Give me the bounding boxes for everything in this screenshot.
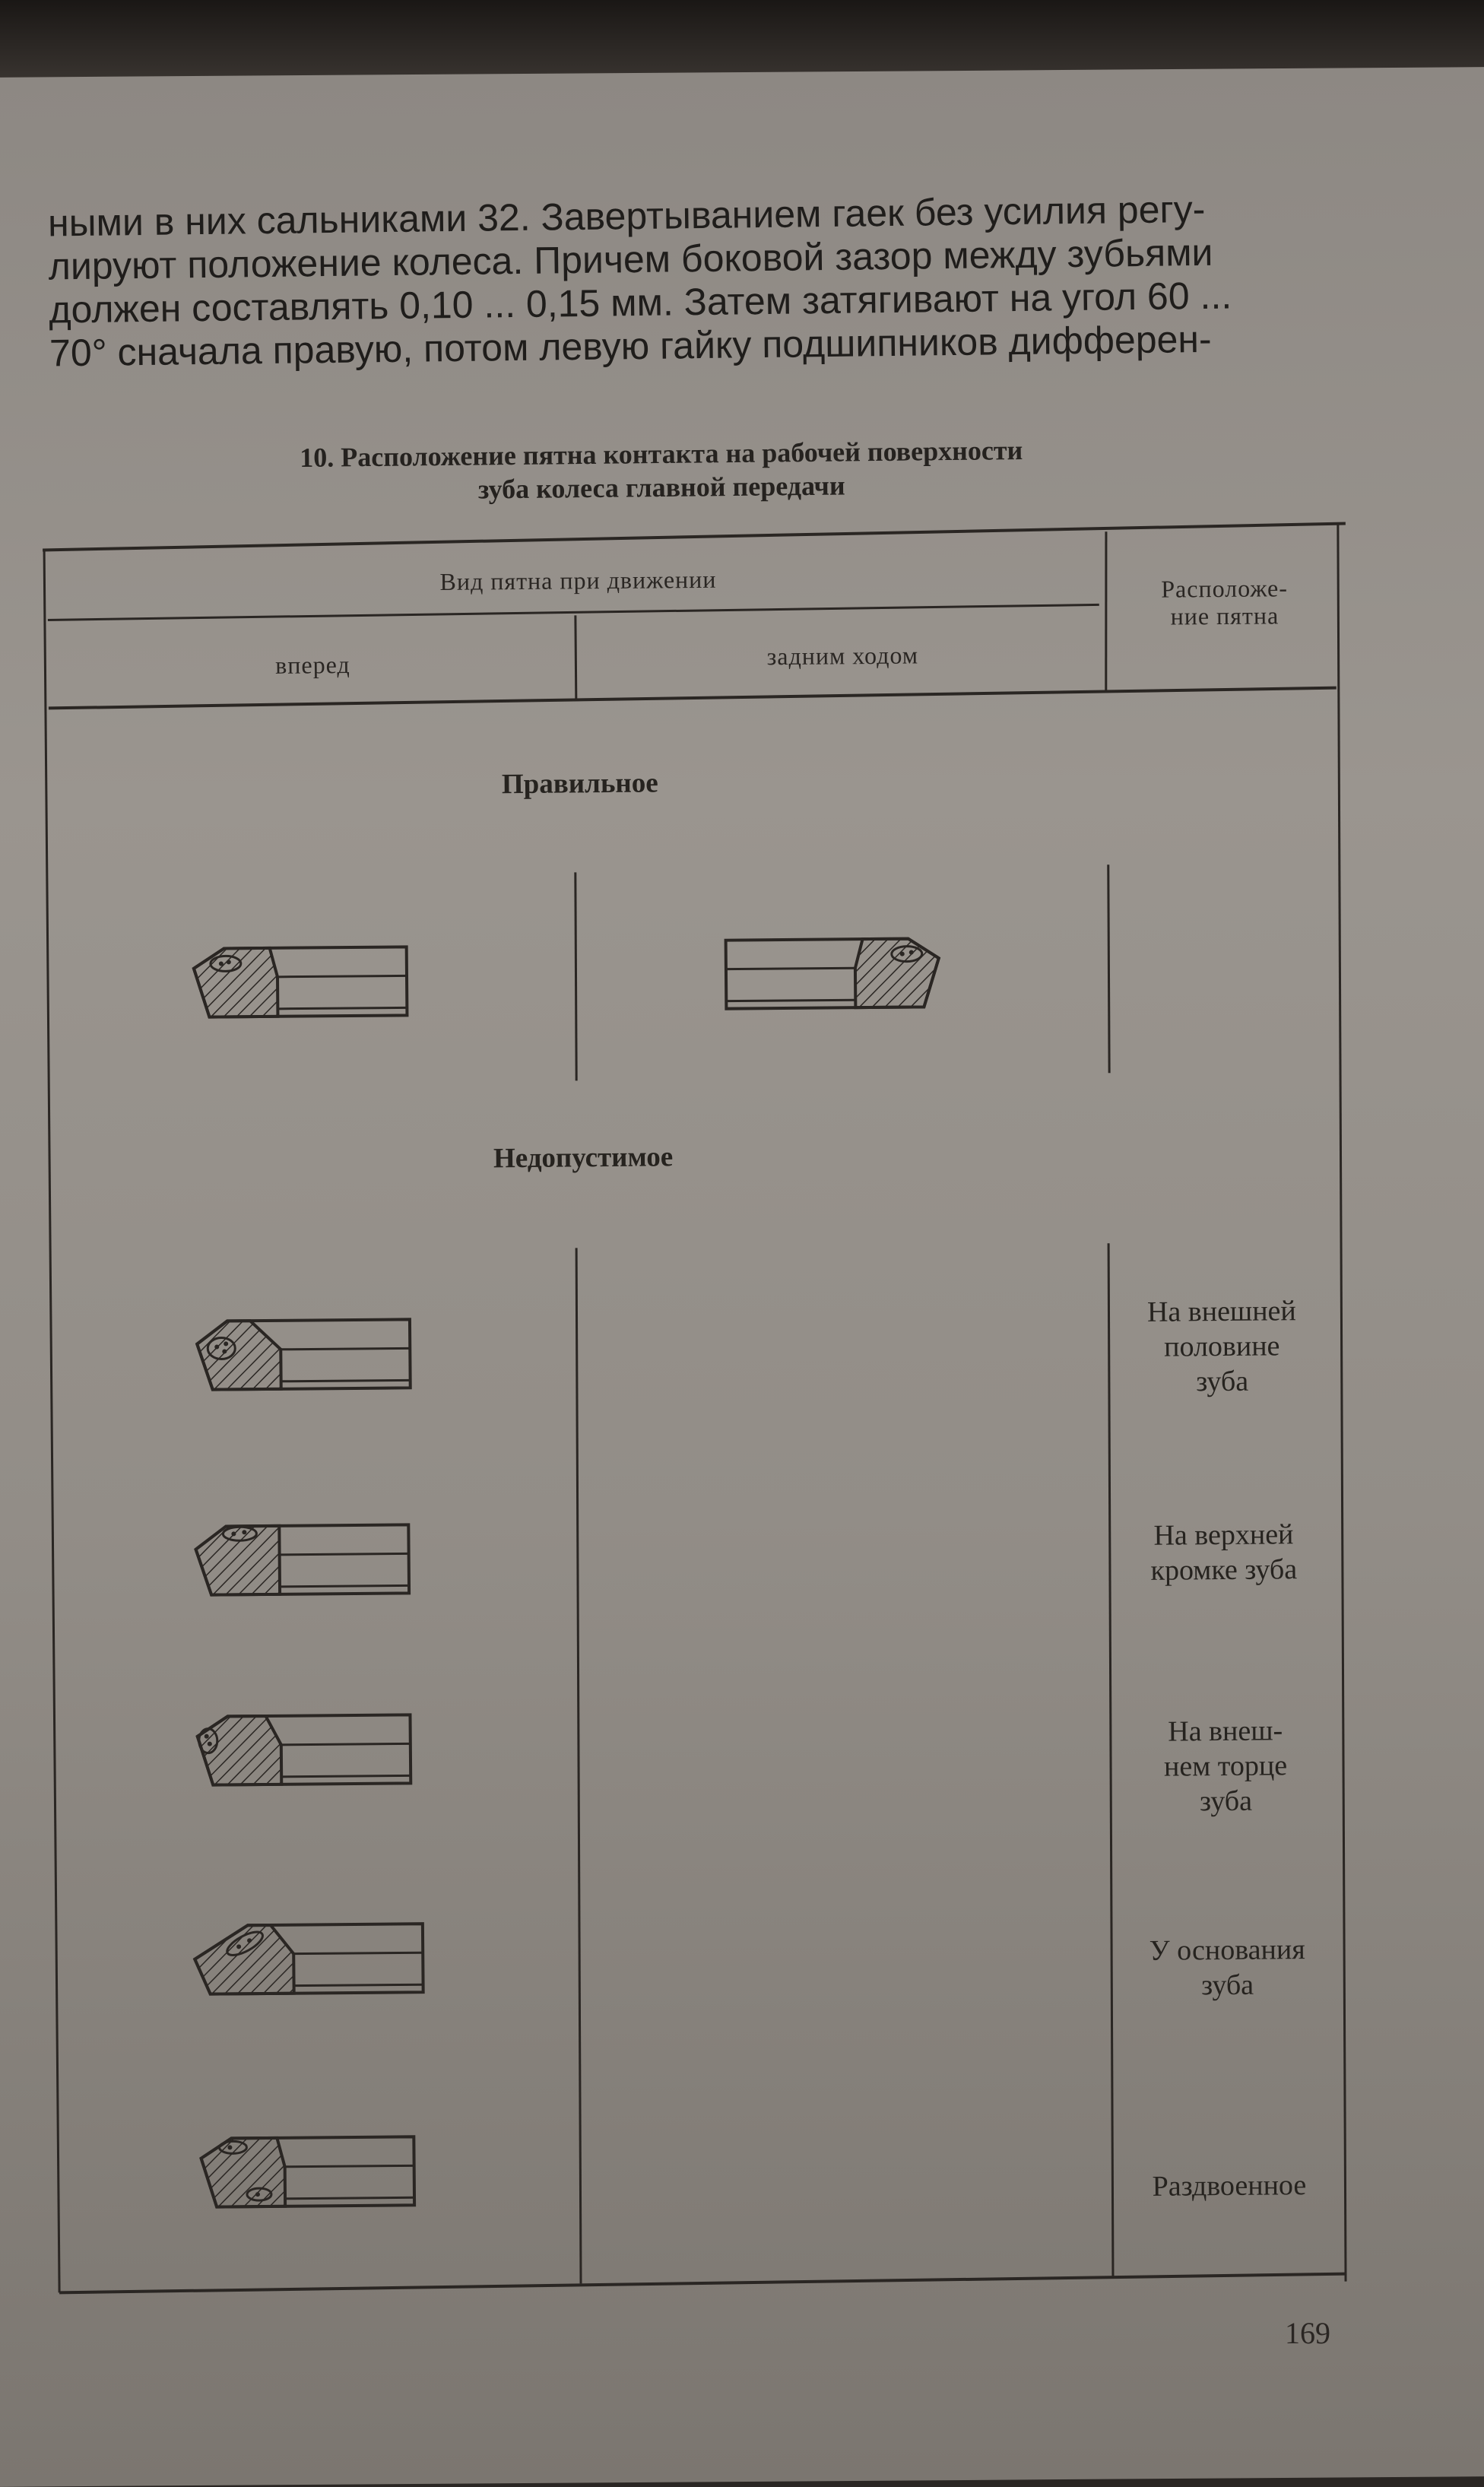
position-label: Раздвоенное bbox=[1100, 2167, 1359, 2204]
table-caption: 10. Расположение пятна контакта на рабоч… bbox=[114, 431, 1210, 509]
tooth-diagram-outer-end bbox=[195, 1713, 413, 1787]
header-position-line: ние пятна bbox=[1170, 601, 1279, 630]
contact-patch-table: Вид пятна при движении вперед задним ход… bbox=[38, 519, 1361, 2302]
position-label-line: На внеш- bbox=[1168, 1715, 1283, 1748]
tooth-diagram-top-edge bbox=[194, 1523, 411, 1597]
position-label: На внеш- нем торце зуба bbox=[1096, 1712, 1356, 1819]
position-label-line: На внешней bbox=[1146, 1295, 1296, 1328]
header-position-line: Расположе- bbox=[1161, 574, 1289, 603]
page-number: 169 bbox=[1285, 2316, 1330, 2350]
tooth-diagram-split bbox=[199, 2135, 417, 2209]
header-forward: вперед bbox=[275, 650, 350, 679]
position-label: У основания зуба bbox=[1098, 1931, 1357, 2003]
tooth-diagram-correct-reverse bbox=[724, 937, 941, 1010]
tooth-diagram-correct-forward bbox=[192, 945, 409, 1019]
position-label: На внешней половине зуба bbox=[1092, 1293, 1352, 1401]
position-label-line: На верхней bbox=[1153, 1518, 1294, 1552]
position-label-line: половине bbox=[1163, 1330, 1280, 1363]
tooth-diagram-outer-half bbox=[195, 1318, 412, 1391]
position-label-line: нем торце bbox=[1163, 1749, 1288, 1783]
body-paragraph: ными в них сальниками 32. Завертыванием … bbox=[48, 186, 1358, 376]
position-label-line: Раздвоенное bbox=[1152, 2169, 1307, 2203]
tooth-diagram-base bbox=[192, 1922, 425, 1996]
position-label-line: У основания bbox=[1149, 1933, 1305, 1967]
position-label-line: зуба bbox=[1196, 1365, 1249, 1398]
position-label-line: зуба bbox=[1199, 1784, 1253, 1818]
position-label-line: зуба bbox=[1200, 1968, 1254, 2002]
header-reverse: задним ходом bbox=[766, 641, 919, 671]
position-label: На верхней кромке зуба bbox=[1094, 1517, 1353, 1589]
table-grid bbox=[43, 522, 1347, 2295]
position-label-line: кромке зуба bbox=[1150, 1553, 1298, 1587]
header-position: Расположе- ние пятна bbox=[1110, 574, 1339, 631]
